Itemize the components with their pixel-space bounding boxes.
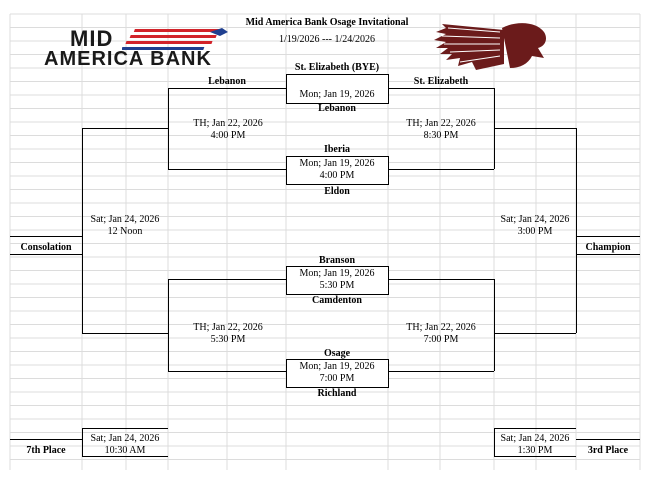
semi-date: TH; Jan 22, 2026 bbox=[193, 322, 263, 333]
bracket-line bbox=[388, 279, 494, 280]
bracket-line bbox=[168, 88, 286, 89]
bracket-line bbox=[10, 439, 82, 440]
team-lebanon: Lebanon bbox=[318, 103, 356, 114]
semi-time: 7:00 PM bbox=[423, 334, 459, 345]
date-range: 1/19/2026 --- 1/24/2026 bbox=[278, 34, 376, 45]
consolation-label: Consolation bbox=[20, 242, 72, 253]
team-eldon: Eldon bbox=[324, 186, 350, 197]
bracket-line bbox=[576, 439, 640, 440]
bracket-line bbox=[10, 254, 82, 255]
team-osage: Osage bbox=[323, 348, 351, 359]
bracket-line bbox=[494, 456, 576, 457]
game-date: Mon; Jan 19, 2026 bbox=[299, 89, 375, 100]
consolation-final-date: Sat; Jan 24, 2026 bbox=[90, 214, 160, 225]
bracket-line bbox=[82, 428, 168, 429]
bracket-line bbox=[494, 428, 576, 429]
third-place-time: 1:30 PM bbox=[517, 445, 553, 456]
team-branson: Branson bbox=[318, 255, 356, 266]
game-time: 7:00 PM bbox=[319, 373, 355, 384]
bracket-line bbox=[82, 128, 83, 333]
championship-final-date: Sat; Jan 24, 2026 bbox=[500, 214, 570, 225]
bracket-line bbox=[388, 88, 494, 89]
semi-date: TH; Jan 22, 2026 bbox=[406, 322, 476, 333]
bracket-line bbox=[494, 128, 576, 129]
champion-label: Champion bbox=[585, 242, 631, 253]
bracket-line bbox=[494, 428, 495, 456]
seventh-place-label: 7th Place bbox=[26, 445, 66, 456]
bracket-line bbox=[388, 169, 494, 170]
mid-america-bank-logo: Mid America Bank bbox=[42, 24, 232, 72]
championship-final-time: 3:00 PM bbox=[517, 226, 553, 237]
bracket-line bbox=[82, 128, 168, 129]
game-date: Mon; Jan 19, 2026 bbox=[299, 158, 375, 169]
semi-time: 4:00 PM bbox=[210, 130, 246, 141]
seventh-place-time: 10:30 AM bbox=[104, 445, 146, 456]
team-lebanon: Lebanon bbox=[208, 76, 246, 87]
game-box bbox=[286, 74, 389, 104]
game-date: Mon; Jan 19, 2026 bbox=[299, 268, 375, 279]
bracket-line bbox=[576, 236, 640, 237]
page-title: Mid America Bank Osage Invitational bbox=[245, 17, 409, 28]
game-time: 5:30 PM bbox=[319, 280, 355, 291]
game-date: Mon; Jan 19, 2026 bbox=[299, 361, 375, 372]
semi-time: 8:30 PM bbox=[423, 130, 459, 141]
bracket-line bbox=[494, 333, 576, 334]
semi-date: TH; Jan 22, 2026 bbox=[406, 118, 476, 129]
semi-time: 5:30 PM bbox=[210, 334, 246, 345]
bracket-line bbox=[168, 88, 169, 169]
consolation-final-time: 12 Noon bbox=[107, 226, 143, 237]
bracket-line bbox=[168, 169, 286, 170]
bracket-line bbox=[82, 456, 168, 457]
game-box bbox=[286, 266, 389, 295]
team-st-elizabeth: St. Elizabeth bbox=[413, 76, 469, 87]
bracket-line bbox=[168, 279, 286, 280]
third-place-label: 3rd Place bbox=[587, 445, 629, 456]
flag-stripes-icon bbox=[122, 28, 228, 50]
seventh-place-date: Sat; Jan 24, 2026 bbox=[90, 433, 160, 444]
bracket-line bbox=[168, 371, 286, 372]
team-richland: Richland bbox=[317, 388, 357, 399]
bracket-line bbox=[168, 279, 169, 371]
bracket-line bbox=[10, 236, 82, 237]
game-time: 4:00 PM bbox=[319, 170, 355, 181]
native-headdress-icon bbox=[434, 23, 546, 70]
bracket-line bbox=[82, 428, 83, 456]
bracket-line bbox=[82, 333, 168, 334]
game-box bbox=[286, 156, 389, 185]
team-camdenton: Camdenton bbox=[311, 295, 362, 306]
team-st-elizabeth-bye: St. Elizabeth (BYE) bbox=[294, 62, 380, 73]
bracket-line bbox=[494, 279, 495, 371]
bracket-line bbox=[388, 371, 494, 372]
third-place-date: Sat; Jan 24, 2026 bbox=[500, 433, 570, 444]
game-box bbox=[286, 359, 389, 388]
bracket-line bbox=[576, 254, 640, 255]
bracket-line bbox=[576, 128, 577, 333]
team-iberia: Iberia bbox=[323, 144, 351, 155]
semi-date: TH; Jan 22, 2026 bbox=[193, 118, 263, 129]
